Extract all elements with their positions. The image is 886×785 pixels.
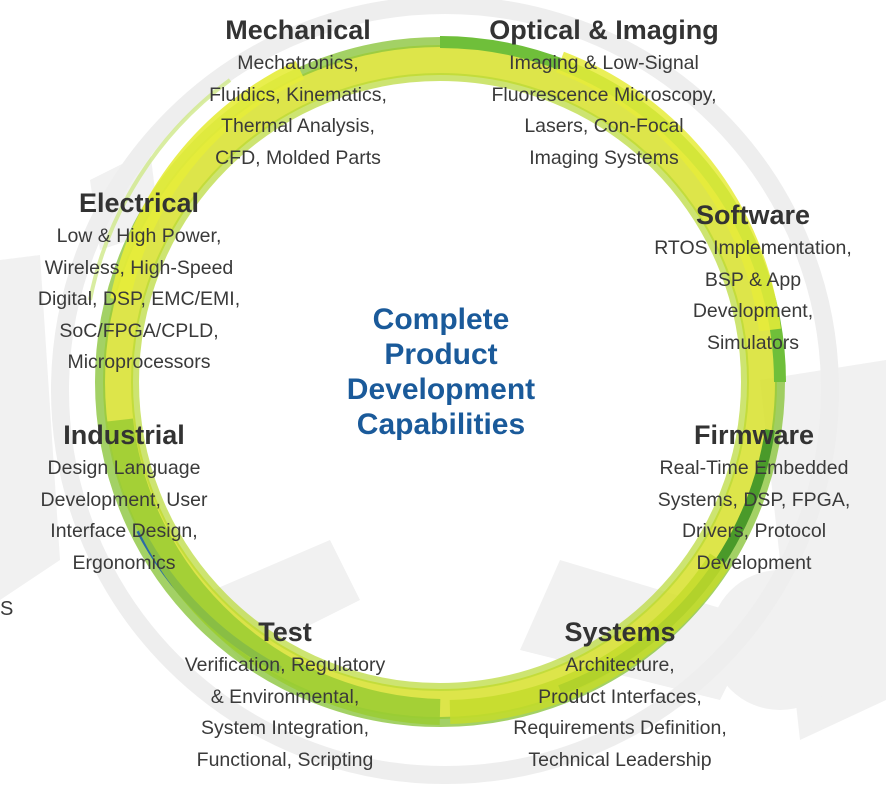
segment-description-line: Simulators [706,331,800,354]
segment-title: Optical & Imaging [489,15,719,45]
segment-description-line: System Integration, [201,717,369,739]
segment-title: Systems [564,617,676,647]
segment-description-line: BSP & App [704,268,802,291]
center-title-line: Capabilities [356,408,526,441]
segment-description-line: Design Language [47,457,201,479]
segment-description-line: Lasers, Con-Focal [524,115,684,137]
segment-title: Test [258,617,312,647]
segment-electrical: Electrical Low & High Power, Wireless, H… [0,185,278,379]
segment-description-line: Development, [692,300,814,322]
segment-description-line: SoC/FPGA/CPLD, [59,319,219,342]
segment-description-line: Development, User [40,488,208,511]
segment-description: RTOS Implementation, BSP & App Developme… [620,233,886,359]
segment-description-line: Microprocessors [67,351,211,373]
segment-description-line: Verification, Regulatory [184,654,386,676]
segment-systems: Systems Architecture, Product Interfaces… [474,614,766,776]
segment-title: Mechanical [225,15,371,45]
segment-title: Firmware [693,420,815,450]
segment-description: Imaging & Low-Signal Fluorescence Micros… [454,48,754,174]
center-title-line: Development [346,373,536,406]
segment-description-line: Systems, DSP, FPGA, [657,488,851,511]
segment-description-line: Low & High Power, [56,225,222,247]
segment-description-line: Real-Time Embedded [659,457,849,479]
segment-description: Real-Time Embedded Systems, DSP, FPGA, D… [622,453,886,579]
segment-software: Software RTOS Implementation, BSP & App … [620,197,886,359]
segment-description: Design Language Development, User Interf… [0,453,248,579]
segment-description-line: Architecture, [565,654,675,676]
segment-description-line: Fluorescence Microscopy, [491,83,717,106]
segment-description-line: Functional, Scripting [196,748,374,771]
segment-description-line: Imaging & Low-Signal [509,52,699,74]
segment-description-line: Product Interfaces, [538,685,702,708]
segment-firmware: Firmware Real-Time Embedded Systems, DSP… [622,417,886,579]
segment-description: Architecture, Product Interfaces, Requir… [474,650,766,776]
segment-title: Software [695,200,811,230]
capability-ring [88,36,786,727]
segment-description-line: Requirements Definition, [513,717,727,739]
segment-description-line: Interface Design, [50,520,198,542]
center-title-line: Product [384,338,498,371]
segment-description-line: Ergonomics [72,551,176,574]
segment-title: Industrial [63,420,185,450]
center-title: Complete Product Development Capabilitie… [316,302,566,442]
outer-halo-ring [51,0,839,784]
segment-mechanical: Mechanical Mechatronics, Fluidics, Kinem… [178,12,418,174]
segment-description-line: Technical Leadership [528,748,712,771]
segment-description-line: & Environmental, [210,685,360,708]
segment-description-line: Digital, DSP, EMC/EMI, [37,288,241,310]
segment-description: Verification, Regulatory & Environmental… [150,650,420,776]
segment-description-line: CFD, Molded Parts [215,146,381,169]
segment-description-line: Imaging Systems [529,146,679,169]
segment-description: Mechatronics, Fluidics, Kinematics, Ther… [178,48,418,174]
segment-test: Test Verification, Regulatory & Environm… [150,614,420,776]
segment-description-line: Fluidics, Kinematics, [209,83,387,106]
segment-description-line: Thermal Analysis, [221,115,375,137]
segment-description-line: Development [696,551,812,574]
segment-optical: Optical & Imaging Imaging & Low-Signal F… [454,12,754,174]
segment-description-line: RTOS Implementation, [654,237,852,259]
segment-industrial: Industrial Design Language Development, … [0,417,248,579]
segment-title: Electrical [78,188,200,218]
segment-description: Low & High Power, Wireless, High-Speed D… [0,221,278,379]
segment-description-line: Wireless, High-Speed [44,256,234,279]
center-title-line: Complete [372,303,510,336]
segment-description-line: Mechatronics, [237,52,359,74]
stray-text: S [0,598,14,620]
segment-description-line: Drivers, Protocol [681,520,827,542]
